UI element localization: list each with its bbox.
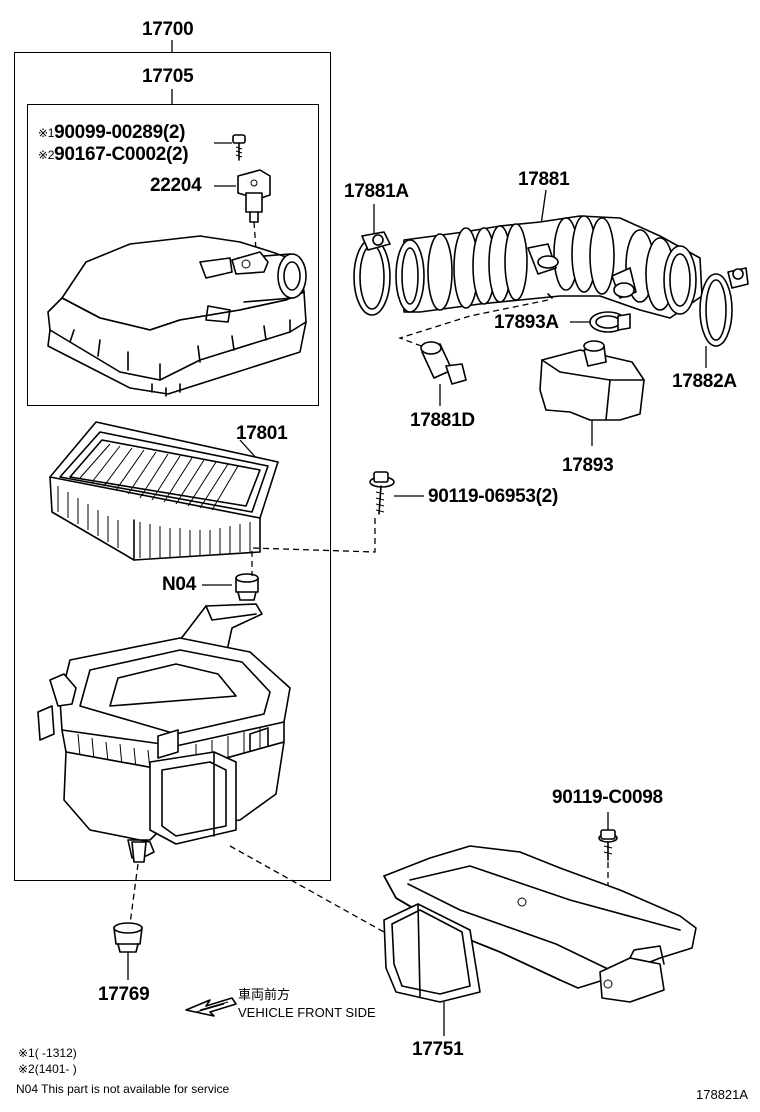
air-cleaner-cap-icon bbox=[47, 235, 307, 397]
label-fitting-17881d: 17881D bbox=[410, 410, 475, 431]
air-filter-element-icon bbox=[49, 421, 279, 561]
direction-label-en: VEHICLE FRONT SIDE bbox=[238, 1005, 376, 1020]
part-number-90099: 90099-00289(2) bbox=[54, 122, 186, 143]
hose-fitting-icon bbox=[420, 341, 467, 406]
drain-grommet-icon bbox=[113, 922, 143, 980]
label-bolt-90167: ※290167-C0002(2) bbox=[38, 144, 189, 165]
label-sensor-22204: 22204 bbox=[150, 175, 202, 196]
label-clamp-17893a: 17893A bbox=[494, 312, 559, 333]
hose-clamp-left-icon bbox=[353, 204, 391, 316]
grommet-icon bbox=[202, 573, 259, 601]
direction-label-jp: 車両前方 bbox=[238, 987, 291, 1002]
label-bolt-90099: ※190099-00289(2) bbox=[38, 123, 185, 143]
label-assembly-17700: 17700 bbox=[142, 19, 194, 40]
label-resonator-17893: 17893 bbox=[562, 455, 614, 476]
label-assembly-17705: 17705 bbox=[142, 66, 194, 87]
note-mark-1: ※1 bbox=[38, 126, 55, 140]
label-grommet-n04: N04 bbox=[162, 574, 196, 595]
bolt-icon bbox=[214, 134, 246, 161]
footnote-1: ※1( -1312) bbox=[18, 1046, 77, 1060]
footnote-n04: N04 This part is not available for servi… bbox=[16, 1082, 230, 1096]
air-duct-icon bbox=[383, 845, 697, 1036]
label-hose-17881: 17881 bbox=[518, 169, 570, 190]
drawing-code: 178821A bbox=[696, 1087, 749, 1102]
resonator-icon bbox=[539, 340, 645, 446]
airflow-sensor-icon bbox=[214, 169, 271, 251]
label-grommet-17769: 17769 bbox=[98, 984, 150, 1005]
note-mark-2: ※2 bbox=[38, 148, 55, 162]
label-clamp-17881a: 17881A bbox=[344, 181, 409, 202]
label-duct-17751: 17751 bbox=[412, 1039, 464, 1060]
label-filter-17801: 17801 bbox=[236, 423, 288, 444]
front-direction-arrow-icon bbox=[185, 997, 237, 1017]
bolt-with-washer-icon bbox=[369, 471, 424, 515]
hose-clamp-right-icon bbox=[699, 267, 749, 368]
label-clamp-17882a: 17882A bbox=[672, 371, 737, 392]
label-bolt-90119-06953: 90119-06953(2) bbox=[428, 486, 558, 507]
assembly-17705-box bbox=[27, 104, 319, 406]
small-clamp-icon bbox=[570, 311, 631, 333]
footnote-2: ※2(1401- ) bbox=[18, 1062, 77, 1076]
part-number-90167: 90167-C0002(2) bbox=[54, 144, 189, 165]
assembly-17700-box bbox=[14, 52, 331, 881]
air-cleaner-case-icon bbox=[37, 603, 291, 863]
intake-hose-icon bbox=[395, 189, 703, 319]
label-bolt-90119-c0098: 90119-C0098 bbox=[552, 787, 663, 808]
